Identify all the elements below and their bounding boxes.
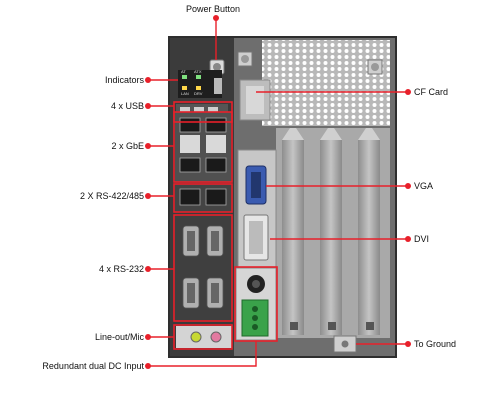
callout-dot-cf — [405, 89, 411, 95]
callout-dot-rs232 — [145, 266, 151, 272]
label-usb: 4 x USB — [110, 101, 144, 111]
highlight-rs422 — [173, 183, 233, 213]
line-out-jack — [190, 331, 202, 343]
indicator-leds — [182, 75, 201, 90]
led-label-atx: ATX — [194, 69, 202, 74]
callout-dot-dvi — [405, 236, 411, 242]
highlight-gbe — [173, 111, 233, 183]
label-vga: VGA — [414, 181, 434, 191]
label-power-button: Power Button — [186, 4, 241, 14]
label-dc-input: Redundant dual DC Input — [42, 361, 144, 371]
pci-slots — [282, 128, 380, 335]
label-dvi: DVI — [414, 234, 430, 244]
audio-block — [176, 326, 232, 348]
callout-dot-lineout — [145, 334, 151, 340]
label-lineout: Line-out/Mic — [94, 332, 144, 342]
label-cf-card: CF Card — [414, 87, 449, 97]
indicator-toggle — [214, 78, 222, 94]
callout-dot-usb — [145, 103, 151, 109]
label-rs422: 2 X RS-422/485 — [79, 191, 144, 201]
highlight-rs232 — [173, 214, 233, 322]
callout-dot-vga — [405, 183, 411, 189]
callout-dot-rs422 — [145, 193, 151, 199]
mic-jack — [210, 331, 222, 343]
callout-dot-dc — [145, 363, 151, 369]
callout-dot-indicators — [145, 77, 151, 83]
callout-dot-power — [213, 15, 219, 21]
vent-grill — [262, 40, 390, 126]
callout-dot-gbe — [145, 143, 151, 149]
callout-dot-ground — [405, 341, 411, 347]
label-rs232: 4 x RS-232 — [98, 264, 144, 274]
label-gbe: 2 x GbE — [111, 141, 144, 151]
label-indicators: Indicators — [104, 75, 144, 85]
led-label-lan: LAN — [181, 91, 189, 96]
led-label-drv: DRV — [194, 91, 203, 96]
label-to-ground: To Ground — [414, 339, 457, 349]
led-label-at: AT — [181, 69, 186, 74]
